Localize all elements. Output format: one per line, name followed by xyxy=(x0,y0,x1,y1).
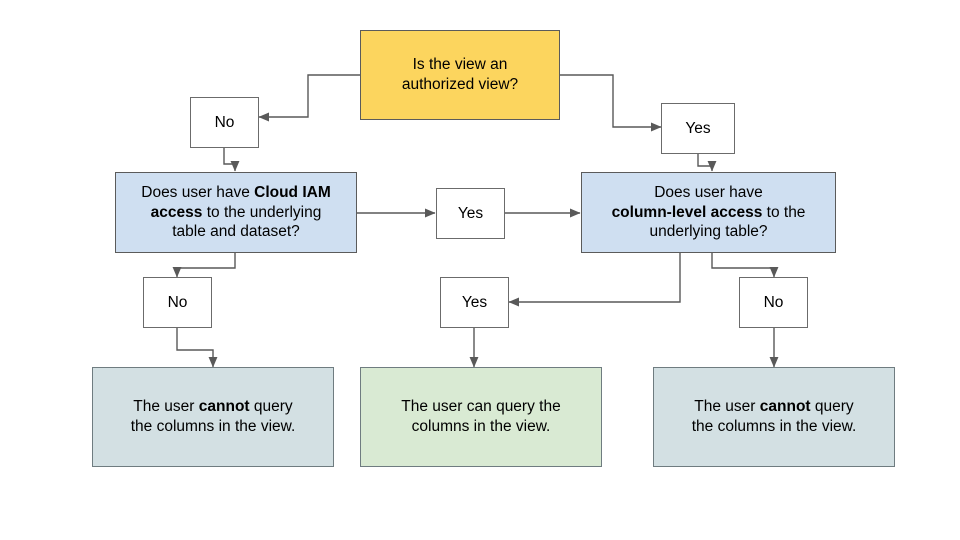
connector-iam-to-no xyxy=(172,253,236,278)
label-no-cloud-iam-access[interactable]: No xyxy=(143,277,212,328)
connector-no-to-result-left xyxy=(176,328,218,368)
label-no-authorized-view[interactable]: No xyxy=(190,97,259,148)
connector-column-to-yes xyxy=(508,253,681,307)
connector-no-to-iam xyxy=(223,148,240,172)
connector-start-to-no xyxy=(258,74,360,122)
label-yes-cloud-iam-access[interactable]: Yes xyxy=(436,188,505,239)
connector-column-to-no xyxy=(711,253,779,278)
label-yes-authorized-view[interactable]: Yes xyxy=(661,103,735,154)
connector-start-to-yes xyxy=(560,74,662,132)
label-no-column-level-access[interactable]: No xyxy=(739,277,808,328)
connector-yes-to-column xyxy=(697,154,717,172)
label-yes-column-level-access[interactable]: Yes xyxy=(440,277,509,328)
